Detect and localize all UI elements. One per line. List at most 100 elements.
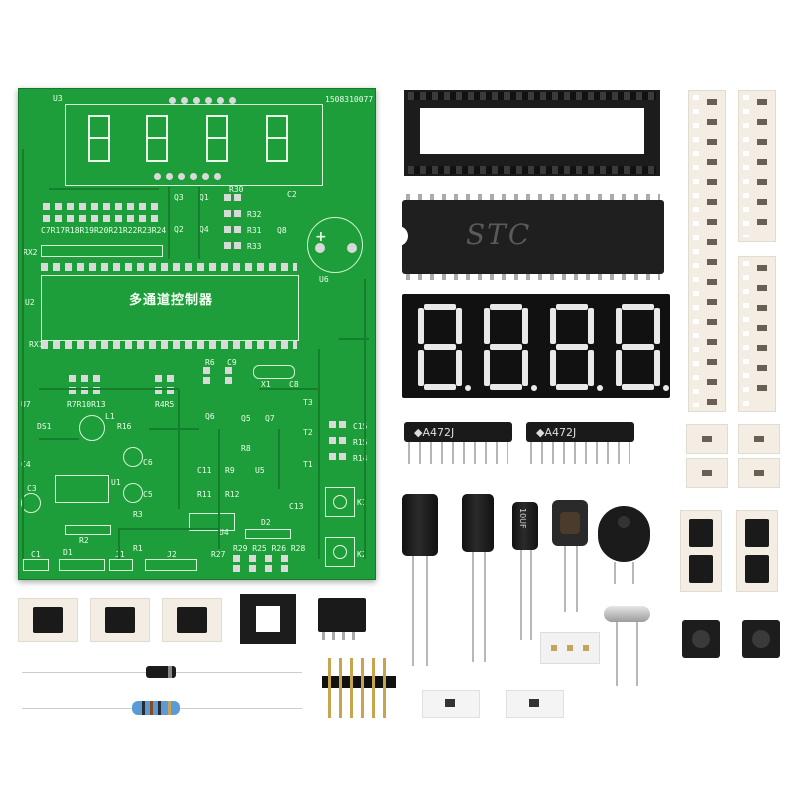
u6-pad-2 — [347, 243, 357, 253]
label-c1: C1 — [31, 550, 41, 559]
rn2-marking: ◆A472J — [536, 426, 577, 439]
label-d1: D1 — [63, 548, 73, 557]
smd-tape-piece-2 — [738, 424, 780, 454]
display-outline — [65, 104, 323, 186]
label-x1: X1 — [261, 380, 271, 389]
label-r32: R32 — [247, 210, 262, 219]
pcb-traces — [22, 149, 369, 559]
label-r16: R16 — [117, 422, 132, 431]
crystal-leg-1 — [616, 622, 618, 686]
mcu-pins-top — [406, 194, 660, 200]
pcb-serial: 1508310077 — [325, 95, 374, 104]
label-u5: U5 — [255, 466, 265, 475]
sop8-tape-3 — [162, 598, 222, 642]
label-r15: R15 — [353, 438, 368, 447]
label-r30: R30 — [229, 185, 244, 194]
display-digit-outlines — [88, 115, 288, 162]
label-d2: D2 — [261, 518, 271, 527]
smd-tape-2 — [738, 90, 776, 242]
j2-outline — [145, 559, 197, 571]
u1-outline — [55, 475, 109, 503]
u4-outline — [189, 513, 235, 531]
sop-tape-1 — [680, 510, 722, 592]
mcu-marking: STC — [466, 218, 532, 251]
c3-outline — [21, 493, 41, 513]
label-u3: U3 — [53, 94, 63, 103]
label-r9: R9 — [225, 466, 235, 475]
pcb-title: 多通道控制器 — [129, 293, 214, 308]
rn1-marking: ◆A472J — [414, 426, 455, 439]
label-k1: K1 — [357, 498, 367, 507]
r7-r13-pads — [69, 375, 109, 399]
smd-tape-1 — [688, 90, 726, 412]
label-r1: R1 — [133, 544, 143, 553]
rx2-outline — [41, 245, 163, 257]
k1-circle — [333, 495, 347, 509]
l1-outline — [79, 415, 105, 441]
display-segments — [418, 304, 669, 391]
u2-pads-bottom — [41, 341, 297, 349]
k1-outline — [325, 487, 355, 517]
label-rx2: RX2 — [23, 248, 38, 257]
polarity-plus: + — [315, 229, 327, 245]
sop-tape-2 — [736, 510, 778, 592]
label-l1: L1 — [105, 412, 115, 421]
label-t1: T1 — [303, 460, 313, 469]
socket-pins-top — [408, 92, 656, 100]
dip8-socket — [240, 594, 296, 644]
crystal-oscillator — [604, 606, 650, 622]
cap-small-leg-1 — [520, 550, 522, 640]
j1-outline — [109, 559, 133, 571]
label-u1: U1 — [111, 478, 121, 487]
label-q8: Q8 — [277, 226, 287, 235]
cap-large-leg-1 — [412, 556, 414, 666]
buzzer-leg-1 — [614, 562, 616, 584]
smd-tape-piece-1 — [686, 424, 728, 454]
k2-outline — [325, 537, 355, 567]
buzzer-hole — [618, 516, 630, 528]
dip8-chip-legs — [322, 632, 362, 640]
label-r14: R14 — [353, 454, 368, 463]
electrolytic-cap-small: 10UF — [512, 502, 538, 550]
cap-small-marking: 10UF — [518, 508, 527, 529]
label-t3: T3 — [303, 398, 313, 407]
display-header-bottom — [154, 173, 224, 183]
r4-r5-pads — [155, 375, 185, 399]
u2-pads-top — [41, 263, 297, 271]
cap-medium-leg-2 — [484, 552, 486, 662]
label-k2: K2 — [357, 550, 367, 559]
label-c4: C4 — [21, 460, 31, 469]
resistor-network-2: ◆A472J — [526, 422, 634, 442]
cap-large-leg-2 — [426, 556, 428, 666]
u6-pad-1 — [315, 243, 325, 253]
label-c8: C8 — [289, 380, 299, 389]
label-q2: Q2 — [174, 225, 184, 234]
label-u4: U4 — [219, 528, 229, 537]
smd-tape-piece-4 — [738, 458, 780, 488]
smd-tape-piece-3 — [686, 458, 728, 488]
label-q4: Q4 — [199, 225, 209, 234]
resistor-pad-row — [41, 201, 161, 225]
label-r31: R31 — [247, 226, 262, 235]
label-c5: C5 — [143, 490, 153, 499]
label-t2: T2 — [303, 428, 313, 437]
label-resistor-row: C7R17R18R19R20R21R22R23R24 — [41, 226, 167, 235]
r6-c9-pads — [203, 367, 263, 387]
d1-outline — [59, 559, 105, 571]
label-u7: U7 — [21, 400, 31, 409]
tape-holes-2 — [743, 95, 749, 237]
tape-parts-2 — [757, 99, 767, 235]
c1-outline — [23, 559, 49, 571]
label-r11: R11 — [197, 490, 212, 499]
pin-connector — [540, 632, 600, 664]
d2-outline — [245, 529, 291, 539]
label-rx1: RX1 — [29, 340, 44, 349]
electrolytic-cap-medium — [462, 494, 494, 552]
smd-tape-3 — [738, 256, 776, 412]
crystal-leg-2 — [636, 622, 638, 686]
label-r12: R12 — [225, 490, 240, 499]
label-c6: C6 — [143, 458, 153, 467]
tape-holes-1 — [693, 95, 699, 407]
rn2-legs — [530, 442, 630, 464]
buzzer — [598, 506, 650, 562]
